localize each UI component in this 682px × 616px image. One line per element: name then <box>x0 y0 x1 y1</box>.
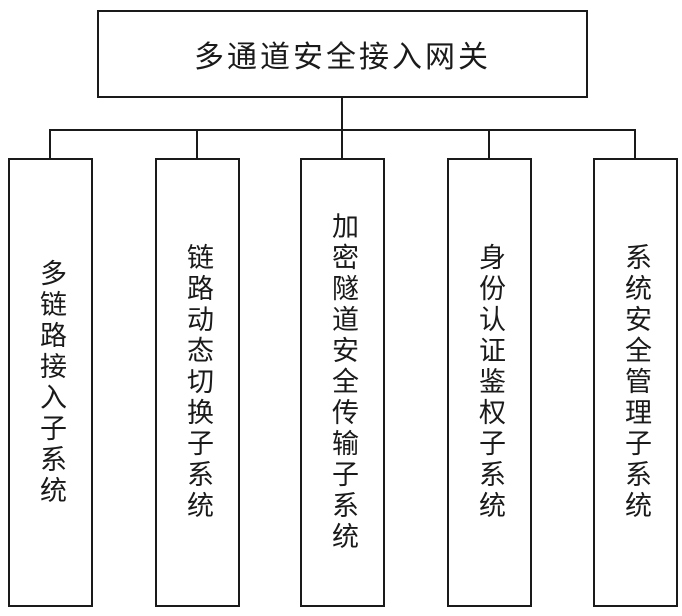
subsystem-node-multilink-access: 多链路接入子系统 <box>8 158 93 607</box>
connector-drop-3 <box>341 131 343 158</box>
subsystem-node-encrypted-tunnel-transmission: 加密隧道安全传输子系统 <box>300 158 385 607</box>
subsystem-node-label: 加密隧道安全传输子系统 <box>328 212 358 553</box>
connector-root-stem <box>341 98 343 131</box>
connector-drop-5 <box>634 131 636 158</box>
root-node-gateway: 多通道安全接入网关 <box>97 10 588 98</box>
connector-horizontal-bar <box>49 129 636 131</box>
connector-drop-1 <box>49 131 51 158</box>
subsystem-node-link-dynamic-switching: 链路动态切换子系统 <box>155 158 240 607</box>
subsystem-node-label: 系统安全管理子系统 <box>621 243 651 522</box>
subsystem-node-label: 链路动态切换子系统 <box>183 243 213 522</box>
connector-drop-4 <box>488 131 490 158</box>
root-node-label: 多通道安全接入网关 <box>194 41 491 74</box>
subsystem-node-system-security-management: 系统安全管理子系统 <box>593 158 678 607</box>
subsystem-node-label: 多链路接入子系统 <box>36 258 66 507</box>
subsystem-node-label: 身份认证鉴权子系统 <box>475 243 505 522</box>
connector-drop-2 <box>196 131 198 158</box>
subsystem-node-identity-authentication: 身份认证鉴权子系统 <box>447 158 532 607</box>
